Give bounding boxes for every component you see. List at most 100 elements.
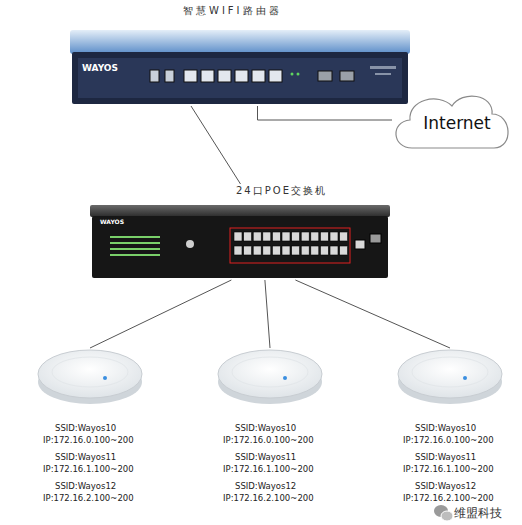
brand-logo: WAYOS [100, 218, 124, 225]
wechat-bubble [441, 511, 453, 521]
access-point-node: SSID:Wayos10IP:172.16.0.100~200SSID:Wayo… [205, 348, 335, 514]
switch-port [320, 246, 328, 255]
brand-logo: WAYOS [82, 63, 118, 73]
router-device [70, 30, 410, 104]
ssid-text: SSID:Wayos11 [25, 451, 155, 463]
ssid-text: SSID:Wayos10 [385, 422, 515, 434]
switch-port [320, 232, 328, 241]
router-mark [375, 73, 391, 75]
router-node: 智慧WIFI路由器 [65, 4, 415, 106]
ssid-text: SSID:Wayos12 [25, 480, 155, 492]
router-led [297, 73, 300, 76]
watermark: 维盟科技 [454, 505, 502, 522]
access-point-node: SSID:Wayos10IP:172.16.0.100~200SSID:Wayo… [25, 348, 155, 514]
ip-range-text: IP:172.16.1.100~200 [25, 463, 155, 475]
switch-port [244, 246, 252, 255]
ap-body [38, 350, 142, 398]
ap-ring [412, 357, 488, 387]
access-point [38, 350, 142, 404]
router-sfp [318, 71, 332, 81]
switch-port [301, 232, 309, 241]
ssid-text: SSID:Wayos10 [205, 422, 335, 434]
ap-body [398, 350, 502, 398]
ssid-text: SSID:Wayos10 [25, 422, 155, 434]
switch-sfp [370, 234, 381, 243]
network-cable [258, 106, 393, 120]
switch-port [292, 246, 300, 255]
ssid-text: SSID:Wayos11 [385, 451, 515, 463]
router-port [269, 70, 282, 82]
ap-body [218, 350, 322, 398]
ssid-text: SSID:Wayos11 [205, 451, 335, 463]
ip-range-text: IP:172.16.2.100~200 [385, 492, 515, 504]
switch-port [263, 246, 271, 255]
wechat-icon [434, 505, 453, 521]
ip-range-text: IP:172.16.0.100~200 [385, 434, 515, 446]
router-port [201, 70, 214, 82]
network-cable [295, 280, 450, 348]
switch-led-row [110, 254, 160, 256]
switch-reset [186, 240, 194, 248]
network-cable [191, 106, 241, 184]
network-cable [90, 280, 231, 348]
router-port [165, 70, 174, 82]
switch-port [301, 246, 309, 255]
switch-port [282, 232, 290, 241]
ip-range-text: IP:172.16.1.100~200 [385, 463, 515, 475]
switch-port [234, 232, 242, 241]
switch-node: 24口POE交换机 [88, 184, 393, 280]
switch-port [330, 246, 338, 255]
switch-led-row [110, 248, 160, 250]
switch-led-row [110, 242, 160, 244]
access-point-node: SSID:Wayos10IP:172.16.0.100~200SSID:Wayo… [385, 348, 515, 514]
switch-port [311, 246, 319, 255]
switch-ports [234, 232, 348, 255]
router-port [252, 70, 265, 82]
switch-port [253, 232, 261, 241]
router-port [218, 70, 231, 82]
switch-port [282, 246, 290, 255]
switch-port [311, 232, 319, 241]
ap-led [463, 376, 467, 380]
switch-top [90, 205, 390, 217]
switch-leds [110, 236, 160, 256]
switch-device [90, 205, 390, 278]
switch-port [234, 246, 242, 255]
ap-ring [52, 357, 128, 387]
switch-port [330, 232, 338, 241]
switch-port [253, 246, 261, 255]
router-mark [370, 66, 396, 69]
router-top [70, 30, 410, 54]
network-cable [265, 280, 270, 348]
node-title: Internet [413, 109, 491, 133]
port-highlight [230, 228, 350, 263]
internet-node: Internet [392, 92, 512, 150]
switch-port [292, 232, 300, 241]
switch-port [272, 232, 280, 241]
ap-led [103, 376, 107, 380]
router-led [291, 73, 294, 76]
switch-led-row [110, 236, 160, 238]
switch-port [340, 232, 348, 241]
router-panel [78, 58, 402, 98]
switch-port [244, 232, 252, 241]
router-front [72, 52, 408, 104]
ap-led [283, 376, 287, 380]
switch-port [340, 246, 348, 255]
switch-port [263, 232, 271, 241]
access-point [398, 350, 502, 404]
router-port [150, 70, 159, 82]
ip-range-text: IP:172.16.0.100~200 [25, 434, 155, 446]
ip-range-text: IP:172.16.2.100~200 [25, 492, 155, 504]
internet-cloud [396, 96, 508, 148]
ssid-text: SSID:Wayos12 [385, 480, 515, 492]
ip-range-text: IP:172.16.1.100~200 [205, 463, 335, 475]
node-title: 24口POE交换机 [88, 184, 393, 198]
router-port [184, 70, 197, 82]
switch-port [272, 246, 280, 255]
switch-port [355, 240, 365, 249]
ip-range-text: IP:172.16.0.100~200 [205, 434, 335, 446]
